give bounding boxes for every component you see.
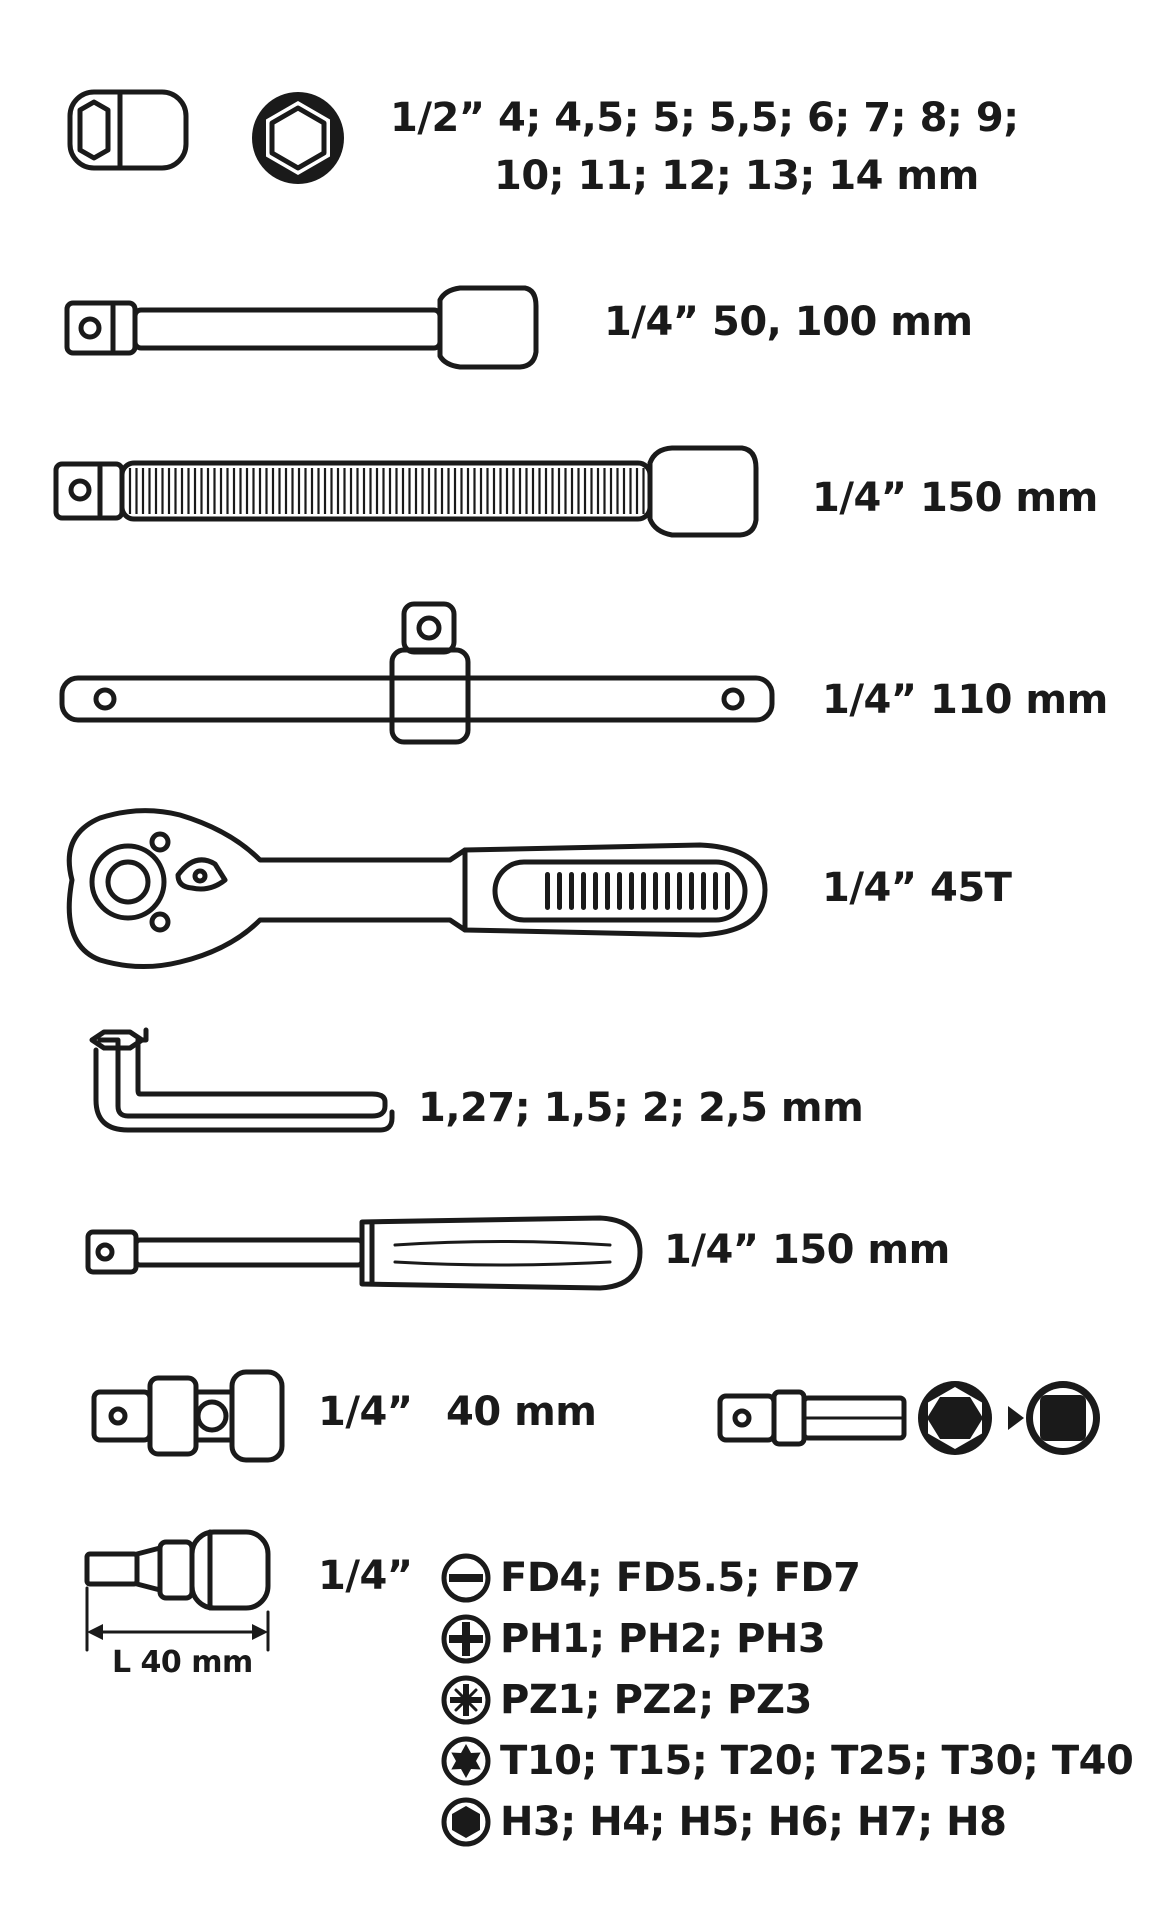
extension-bar-icon bbox=[64, 285, 539, 370]
extension-bar-label: 1/4” 50, 100 mm bbox=[604, 299, 973, 345]
ratchet-grip-icon bbox=[545, 872, 730, 910]
hex-bits-label: H3; H4; H5; H6; H7; H8 bbox=[500, 1799, 1007, 1845]
universal-joint-length: 40 mm bbox=[446, 1389, 597, 1435]
phillips-icon bbox=[441, 1614, 491, 1664]
ratchet-icon bbox=[66, 808, 768, 969]
hex-keys-label: 1,27; 1,5; 2; 2,5 mm bbox=[418, 1085, 864, 1131]
torx-icon bbox=[441, 1736, 491, 1786]
slotted-bits-label: FD4; FD5.5; FD7 bbox=[500, 1555, 861, 1601]
bits-size: 1/4” bbox=[318, 1553, 413, 1599]
t-handle-label: 1/4” 110 mm bbox=[822, 677, 1108, 723]
t-handle-icon bbox=[59, 601, 775, 745]
slotted-icon bbox=[441, 1553, 491, 1603]
torx-bits-label: T10; T15; T20; T25; T30; T40 bbox=[500, 1738, 1134, 1784]
coil-spring-icon bbox=[128, 468, 645, 514]
pozidriv-icon bbox=[441, 1675, 491, 1725]
spinner-handle-icon bbox=[85, 1215, 643, 1291]
phillips-bits-label: PH1; PH2; PH3 bbox=[500, 1616, 826, 1662]
sockets-label-line1: 1/2” 4; 4,5; 5; 5,5; 6; 7; 8; 9; bbox=[390, 95, 1019, 141]
hex-to-square-adapter-icon bbox=[717, 1381, 1100, 1455]
spinner-handle-label: 1/4” 150 mm bbox=[664, 1227, 950, 1273]
socket-end-icon bbox=[252, 92, 344, 184]
hex-key-icon bbox=[89, 1027, 395, 1133]
bit-length-label: L 40 mm bbox=[112, 1645, 253, 1680]
socket-side-icon bbox=[67, 89, 189, 171]
universal-joint-size: 1/4” bbox=[318, 1389, 413, 1435]
flexible-extension-icon bbox=[53, 445, 759, 538]
hex-icon bbox=[441, 1797, 491, 1847]
ratchet-label: 1/4” 45T bbox=[822, 865, 1012, 911]
flexible-extension-label: 1/4” 150 mm bbox=[812, 475, 1098, 521]
sockets-label-line2: 10; 11; 12; 13; 14 mm bbox=[494, 153, 979, 199]
universal-joint-icon bbox=[91, 1369, 285, 1463]
bit-icon bbox=[84, 1529, 271, 1611]
length-dimension bbox=[85, 1586, 270, 1652]
pozidriv-bits-label: PZ1; PZ2; PZ3 bbox=[500, 1677, 812, 1723]
